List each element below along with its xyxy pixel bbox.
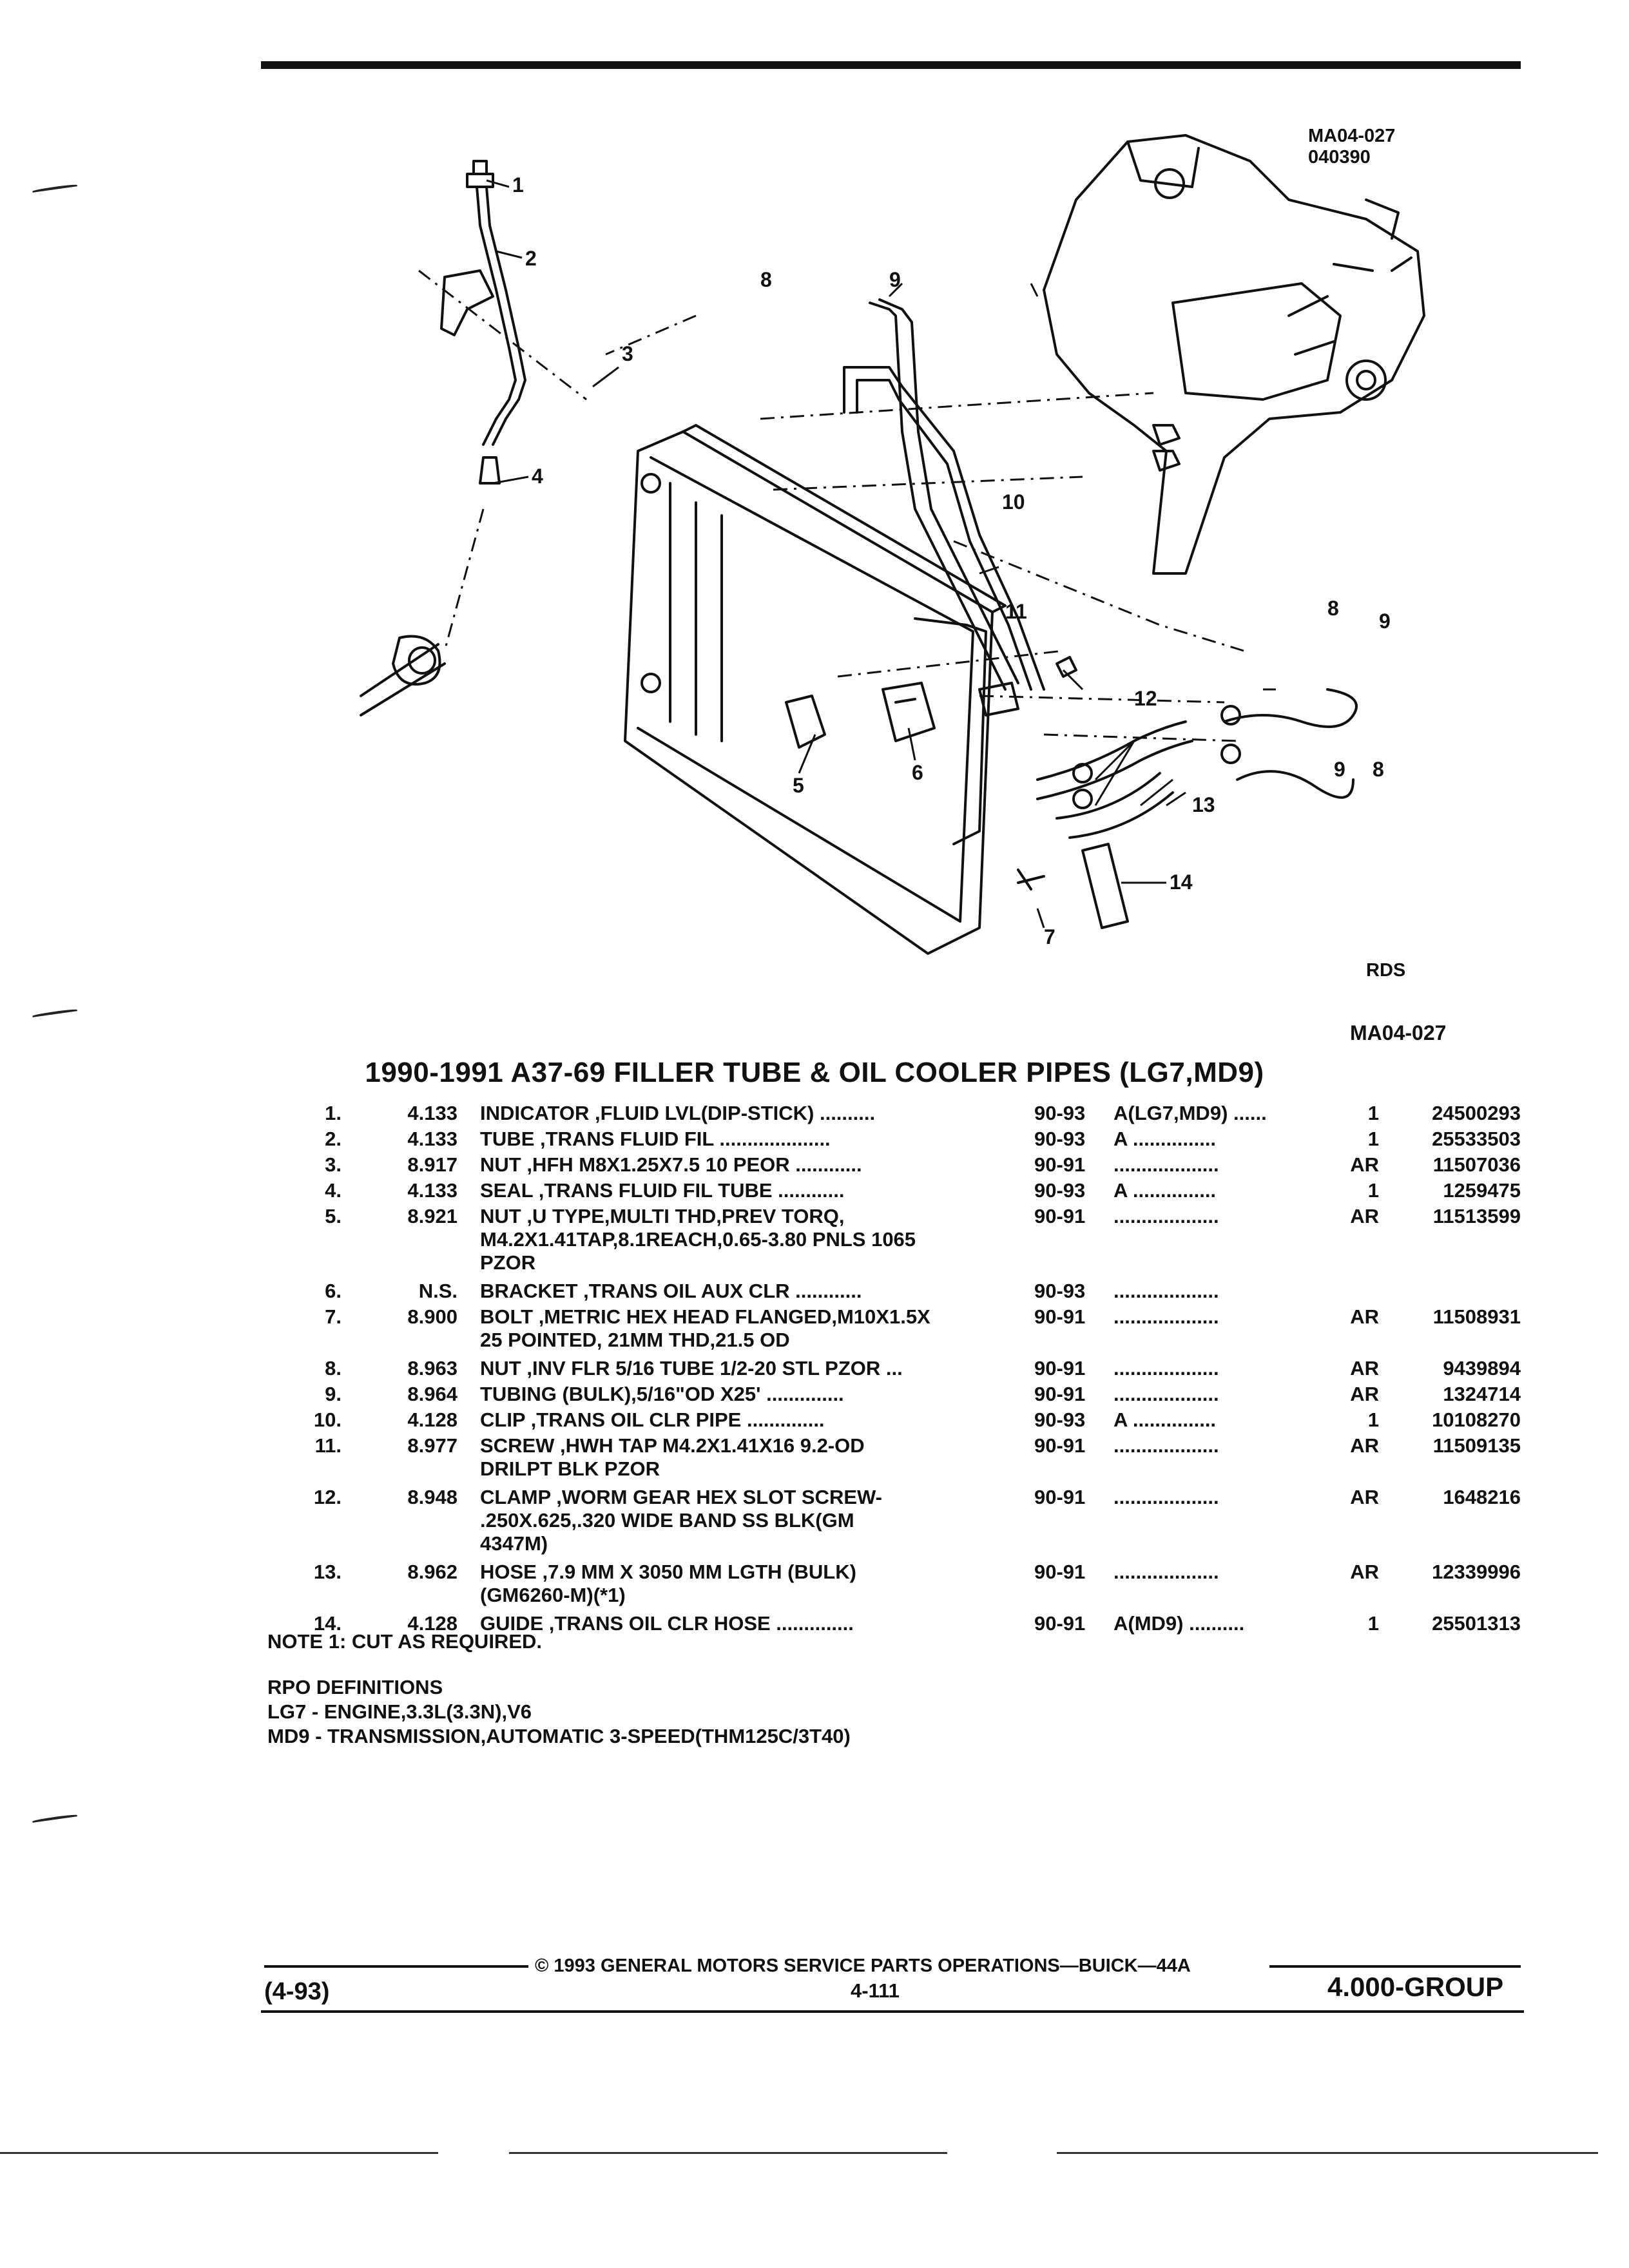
callout-11: 11 [1005,600,1027,623]
figure-footer-code: MA04-027 [1350,1021,1447,1044]
binder-mark [32,184,77,193]
part-row: 2. 4.133 TUBE ,TRANS FLUID FIL .........… [325,1128,1521,1150]
callout-3: 3 [622,342,633,365]
exploded-parts-diagram: 1 2 3 4 5 6 7 8 9 10 11 12 13 14 8 9 9 8 [360,134,1425,955]
filler-tube [476,186,517,446]
rpo-line: LG7 - ENGINE,3.3L(3.3N),V6 [267,1700,532,1723]
callout-5: 5 [793,774,804,797]
radiator [624,430,994,955]
transmission-housing [1043,134,1425,575]
callout-13: 13 [1192,793,1215,816]
figure-date-code: 040390 [1308,147,1371,168]
callout-7: 7 [1044,925,1055,948]
rpo-heading: RPO DEFINITIONS [267,1676,443,1698]
callout-8: 8 [760,268,772,291]
callout-9: 9 [889,268,901,291]
footer-group: 4.000-GROUP [1327,1972,1504,2002]
callout-10: 10 [1002,490,1025,514]
callout-12: 12 [1134,687,1157,710]
callout-9b: 9 [1379,610,1391,633]
part-row: 7. 8.900 BOLT ,METRIC HEX HEAD FLANGED,M… [325,1305,1521,1351]
figure-variant: RDS [1366,960,1406,981]
callout-4: 4 [532,465,543,488]
callout-6: 6 [912,761,923,784]
copyright: © 1993 GENERAL MOTORS SERVICE PARTS OPER… [535,1956,1191,1976]
part-row: 13. 8.962 HOSE ,7.9 MM X 3050 MM LGTH (B… [313,1561,1521,1606]
callout-8c: 8 [1373,758,1384,781]
binder-mark [32,1008,77,1017]
part-row: 4. 4.133 SEAL ,TRANS FLUID FIL TUBE ....… [325,1179,1521,1202]
scan-line [1057,2152,1598,2154]
part-row: 14. 4.128 GUIDE ,TRANS OIL CLR HOSE ....… [313,1612,1521,1635]
part-row: 10. 4.128 CLIP ,TRANS OIL CLR PIPE .....… [313,1408,1521,1431]
footer-rule-right [1269,1965,1521,1968]
callout-9c: 9 [1334,758,1345,781]
figure-code: MA04-027 [1308,126,1396,146]
top-rule [261,61,1521,69]
binder-mark [32,1814,77,1823]
callout-1: 1 [512,173,524,197]
part-row: 9. 8.964 TUBING (BULK),5/16"OD X25' ....… [325,1383,1521,1405]
part-row: 6. N.S. BRACKET ,TRANS OIL AUX CLR .....… [325,1280,1219,1302]
scan-line [509,2152,947,2154]
rpo-definitions: RPO DEFINITIONS LG7 - ENGINE,3.3L(3.3N),… [267,1675,851,1749]
callout-8b: 8 [1327,597,1339,620]
callout-14: 14 [1170,870,1193,894]
page-title: 1990-1991 A37-69 FILLER TUBE & OIL COOLE… [365,1057,1264,1088]
part-row: 1. 4.133 INDICATOR ,FLUID LVL(DIP-STICK)… [325,1102,1521,1124]
footer-rule-left [264,1965,528,1968]
footer-date: (4-93) [264,1978,330,2005]
part-row: 11. 8.977 SCREW ,HWH TAP M4.2X1.41X16 9.… [314,1434,1521,1480]
note-text: NOTE 1: CUT AS REQUIRED. [267,1630,542,1653]
part-row: 5. 8.921 NUT ,U TYPE,MULTI THD,PREV TORQ… [325,1205,1521,1274]
rpo-line: MD9 - TRANSMISSION,AUTOMATIC 3-SPEED(THM… [267,1725,851,1747]
parts-list: 1. 4.133 INDICATOR ,FLUID LVL(DIP-STICK)… [245,1102,1534,1638]
page-number: 4-111 [851,1979,900,2002]
footer-underline [261,2010,1524,2013]
callout-2: 2 [525,247,537,270]
scan-line [0,2152,438,2154]
part-row: 12. 8.948 CLAMP ,WORM GEAR HEX SLOT SCRE… [313,1486,1521,1555]
part-row: 3. 8.917 NUT ,HFH M8X1.25X7.5 10 PEOR ..… [325,1153,1521,1176]
part-row: 8. 8.963 NUT ,INV FLR 5/16 TUBE 1/2-20 S… [325,1357,1521,1379]
cooler-pipe [869,302,1007,691]
